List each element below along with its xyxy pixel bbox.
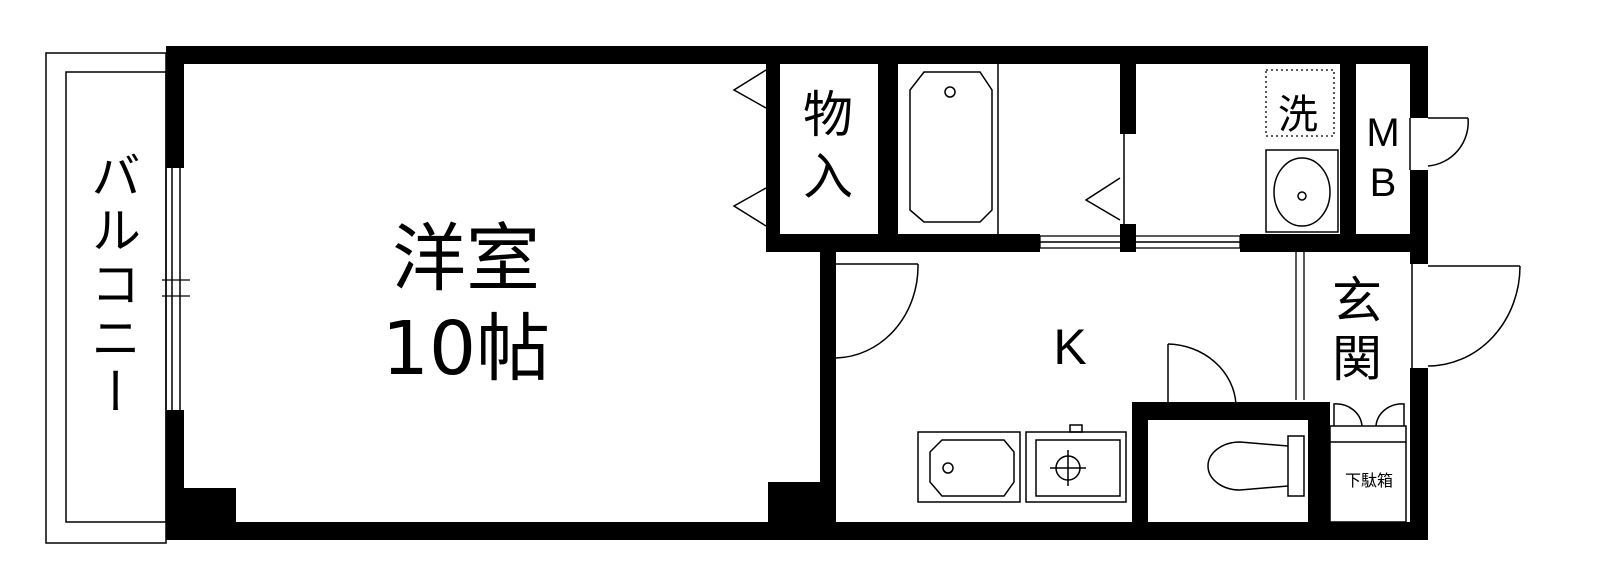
washroom-sliding-door <box>1039 235 1241 249</box>
toilet-door <box>1167 343 1237 420</box>
mb-door <box>1409 117 1469 170</box>
kitchen-sink <box>917 431 1021 503</box>
shoe-box-label: 下駄箱 <box>1345 471 1393 490</box>
western-room-size-label: 10帖 <box>382 306 550 392</box>
entrance-step <box>1295 252 1305 400</box>
bath-door <box>1084 134 1125 224</box>
meter-box-label-line2: B <box>1370 161 1397 205</box>
entrance-door <box>1411 264 1521 368</box>
wash-basin <box>1265 149 1339 233</box>
storage-label-line1: 物 <box>803 86 853 144</box>
interior-walls <box>184 64 1410 522</box>
western-room-door <box>821 263 919 359</box>
exterior-walls <box>166 46 1428 540</box>
closet-doors <box>732 64 779 232</box>
balcony <box>45 52 167 544</box>
entrance-label-line2: 関 <box>1332 330 1382 388</box>
laundry-label: 洗 <box>1278 92 1318 138</box>
shoe-cabinet <box>1329 403 1407 523</box>
balcony-label: バルコニー <box>83 150 141 420</box>
washing-machine-space <box>1265 69 1335 137</box>
stove <box>1025 424 1127 503</box>
storage-label-line2: 入 <box>803 148 853 206</box>
kitchen-label: K <box>1053 319 1086 375</box>
entrance-label-line1: 玄 <box>1332 272 1382 330</box>
western-room-label: 洋室 <box>392 216 540 302</box>
meter-box-label-line1: M <box>1366 111 1399 155</box>
bathtub <box>909 64 999 234</box>
toilet <box>1207 435 1305 497</box>
balcony-window <box>162 168 190 410</box>
